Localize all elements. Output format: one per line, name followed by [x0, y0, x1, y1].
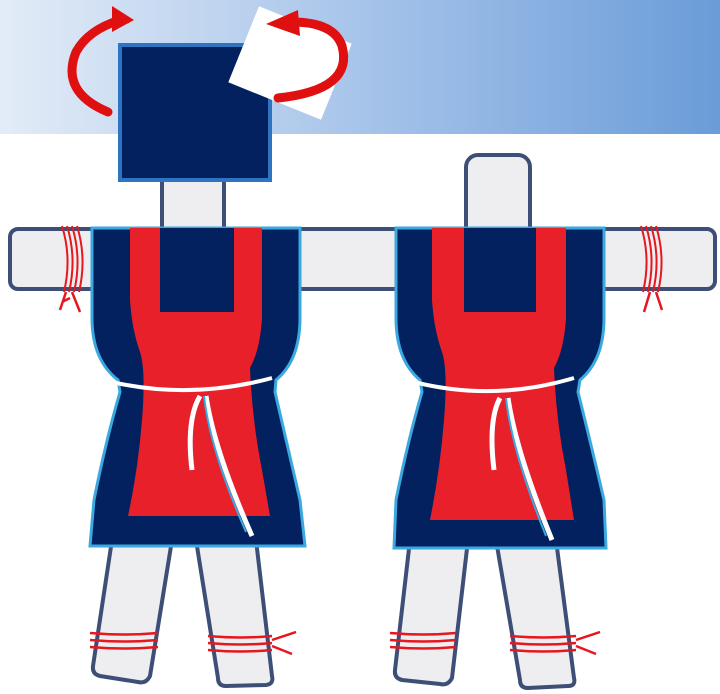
left-bib: [160, 228, 234, 312]
left-doll-legs: [93, 540, 273, 686]
left-leg-2: [196, 540, 272, 686]
left-doll: [60, 6, 352, 686]
left-leg-1: [93, 540, 172, 682]
right-leg-1: [395, 540, 468, 684]
right-leg-2: [496, 540, 574, 688]
right-bib: [464, 228, 536, 312]
right-doll-legs: [395, 540, 575, 688]
